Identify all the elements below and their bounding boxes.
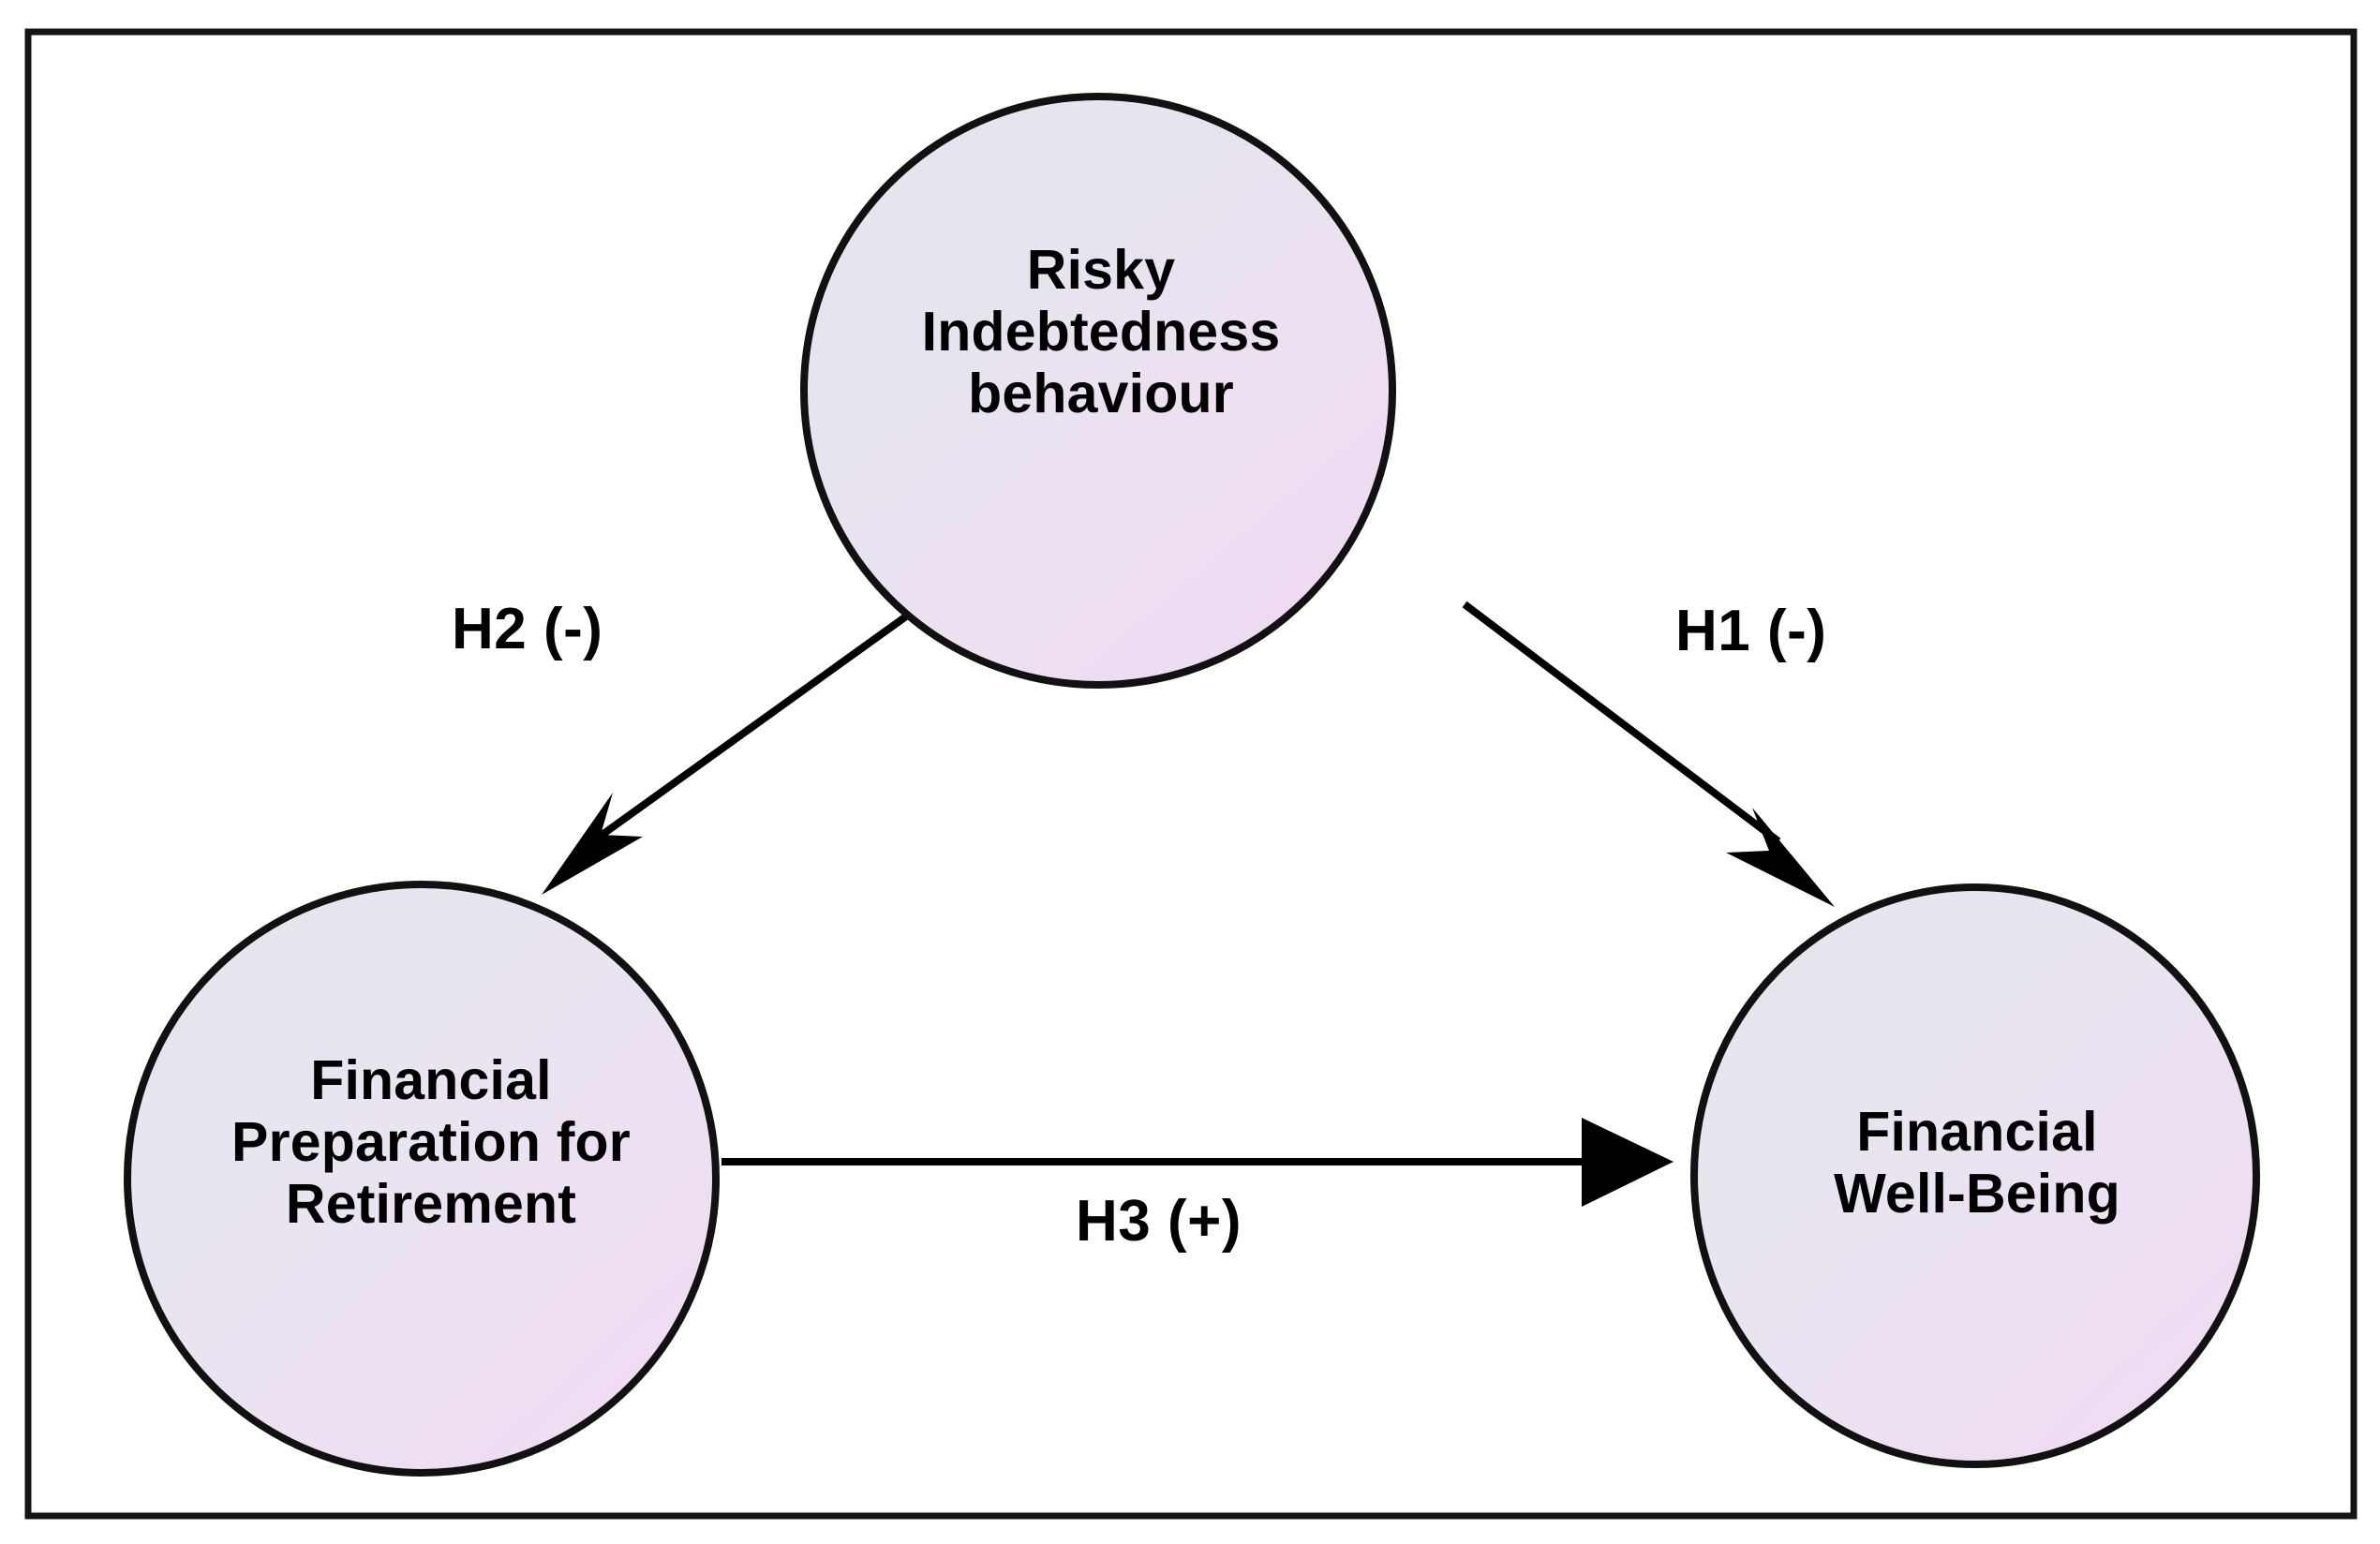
node-risky-indebtedness-behaviour[interactable] [800,93,1396,689]
edge-label-h2: H2 (-) [452,597,603,661]
edge-h1 [1462,601,1835,907]
figure-border [24,28,2358,1520]
edge-h2 [542,601,926,895]
node-financial-well-being[interactable] [1690,883,2260,1468]
edge-h2-line [588,601,926,847]
edge-label-h1: H1 (-) [1675,599,1827,663]
edge-h1-arrowhead [1726,808,1835,907]
node-financial-preparation-for-retirement[interactable] [124,881,720,1477]
edge-h3-arrowhead [1582,1118,1673,1207]
edge-h1-line [1462,601,1781,845]
edge-label-h3: H3 (+) [1076,1189,1242,1254]
edge-h2-arrowhead [542,793,643,895]
edge-h3 [721,1118,1673,1207]
